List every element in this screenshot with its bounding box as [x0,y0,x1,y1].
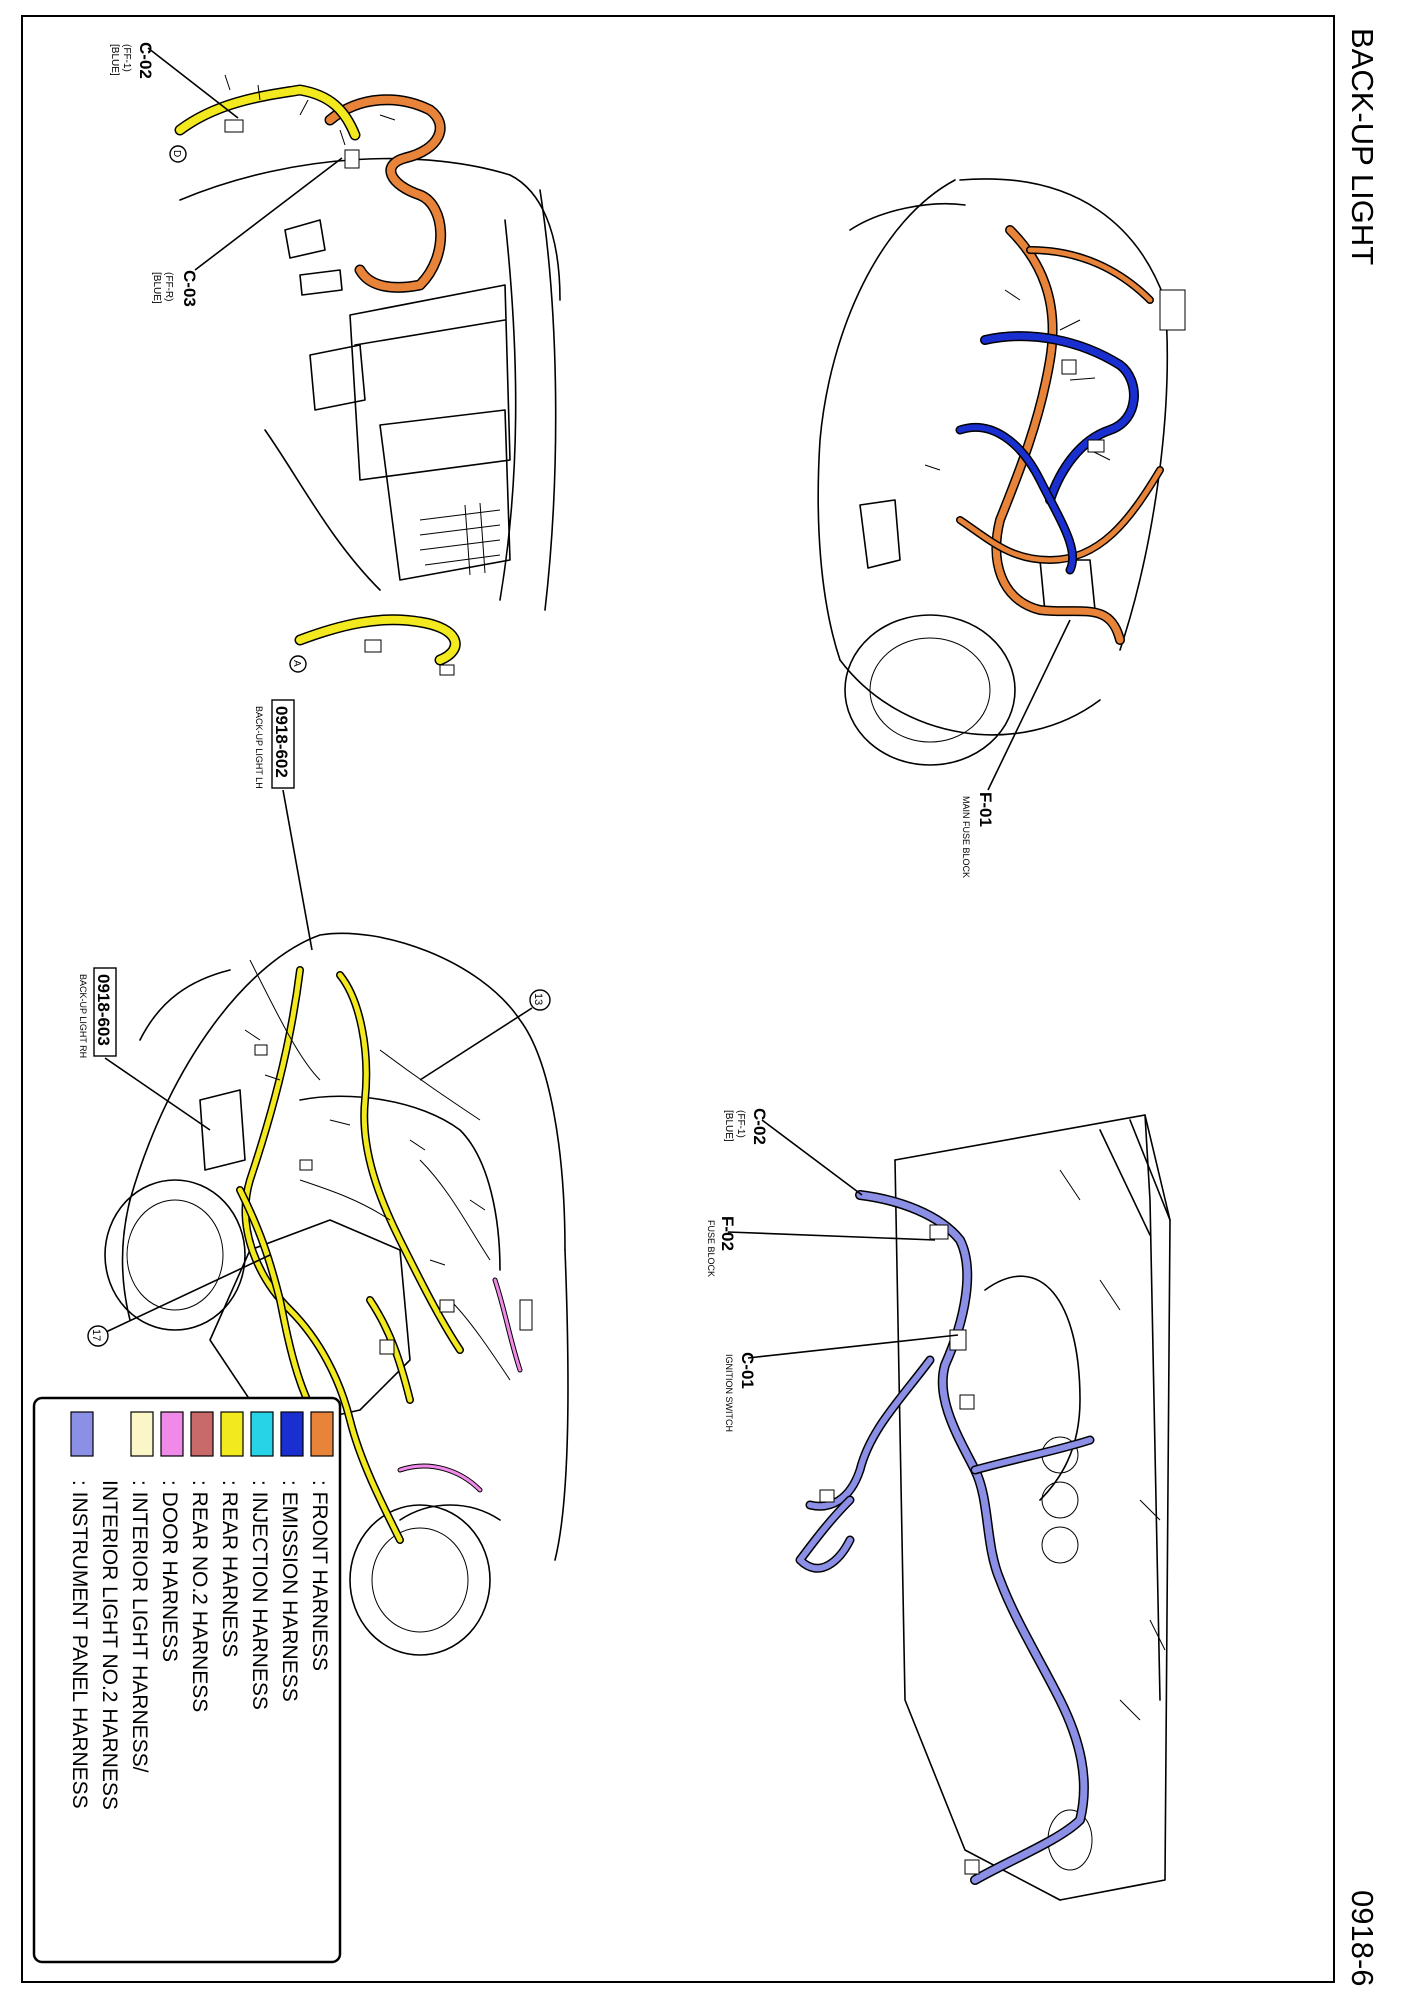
callout-c02-ip: C-02 (FF-1) [BLUE] [723,1108,863,1196]
legend-label: : INTERIOR LIGHT HARNESS/ [128,1480,151,1773]
marker-d-label: D [171,150,182,157]
callout-c02-top-code: C-02 [136,42,155,79]
legend-label: : INJECTION HARNESS [248,1480,271,1710]
callout-f02-desc: FUSE BLOCK [706,1220,716,1277]
legend-swatch [190,1411,214,1457]
callout-c03-sub2: [BLUE] [151,272,162,304]
callout-c01-code: C-01 [738,1352,757,1389]
legend-swatch [160,1411,184,1457]
legend-swatch [310,1411,334,1457]
callout-c03-code: C-03 [180,270,199,307]
callout-f01-code: F-01 [976,792,995,827]
callout-c02-ip-code: C-02 [750,1108,769,1145]
callout-c03: C-03 (FF-R) [BLUE] [151,157,343,307]
callout-lh-box [271,699,295,789]
callout-c02-top-sub1: (FF-1) [121,44,132,72]
callout-f02-code: F-02 [718,1216,737,1251]
legend-swatch [220,1411,244,1457]
callout-c02-top-sub2: [BLUE] [109,44,120,76]
marker-a-label: A [291,660,302,667]
instrument-panel-illustration [795,1114,1171,1901]
callout-c02-ip-sub2: [BLUE] [723,1110,734,1142]
legend-label: : REAR HARNESS [218,1480,241,1657]
callout-backup-light-lh: 0918-602 BACK-UP LIGHT LH [254,699,313,951]
callout-f01: F-01 MAIN FUSE BLOCK [961,619,1071,878]
legend-label: : DOOR HARNESS [158,1480,181,1662]
legend-label: INTERIOR LIGHT NO.2 HARNESS [98,1480,121,1810]
callout-backup-light-rh: 0918-603 BACK-UP LIGHT RH [78,967,211,1131]
ground-point-13: 13 [419,989,551,1081]
callout-f02: F-02 FUSE BLOCK [706,1216,936,1277]
callout-c03-sub1: (FF-R) [163,272,174,301]
callout-c02-ip-sub1: (FF-1) [735,1110,746,1138]
engine-compartment-illustration [817,178,1186,766]
legend-label: : FRONT HARNESS [308,1480,331,1671]
legend-swatch [70,1411,94,1457]
legend-label: : INSTRUMENT PANEL HARNESS [68,1480,91,1809]
callout-rh-code: 0918-603 [94,974,113,1046]
legend-frame [32,1396,342,1964]
callout-rh-desc: BACK-UP LIGHT RH [78,974,88,1058]
callout-c01-desc: IGNITION SWITCH [724,1354,734,1432]
legend-label: : REAR NO.2 HARNESS [188,1480,211,1712]
ground-point-13-label: 13 [532,993,544,1005]
legend-label: : EMISSION HARNESS [278,1480,301,1702]
callout-f01-desc: MAIN FUSE BLOCK [961,796,971,878]
ground-point-17-label: 17 [90,1329,102,1341]
page-frame [21,15,1335,1983]
callout-c02-top: C-02 (FF-1) [BLUE] [109,42,239,119]
page-number: 0918-6 [1345,1890,1380,1987]
legend-swatch [130,1411,154,1457]
ground-point-17: 17 [87,1254,271,1347]
marker-d: D [169,145,187,163]
pedal-area-illustration [174,74,561,676]
callout-lh-code: 0918-602 [272,706,291,778]
legend-swatch [250,1411,274,1457]
legend-swatch [280,1411,304,1457]
harness-legend: : FRONT HARNESS : EMISSION HARNESS : INJEC… [32,1396,342,1964]
rear-body-illustration [104,932,569,1656]
callout-rh-box [93,967,117,1057]
callout-c01: C-01 IGNITION SWITCH [724,1334,959,1432]
marker-a: A [289,655,307,673]
page-title: BACK-UP LIGHT [1345,28,1380,265]
callout-lh-desc: BACK-UP LIGHT LH [254,706,264,789]
